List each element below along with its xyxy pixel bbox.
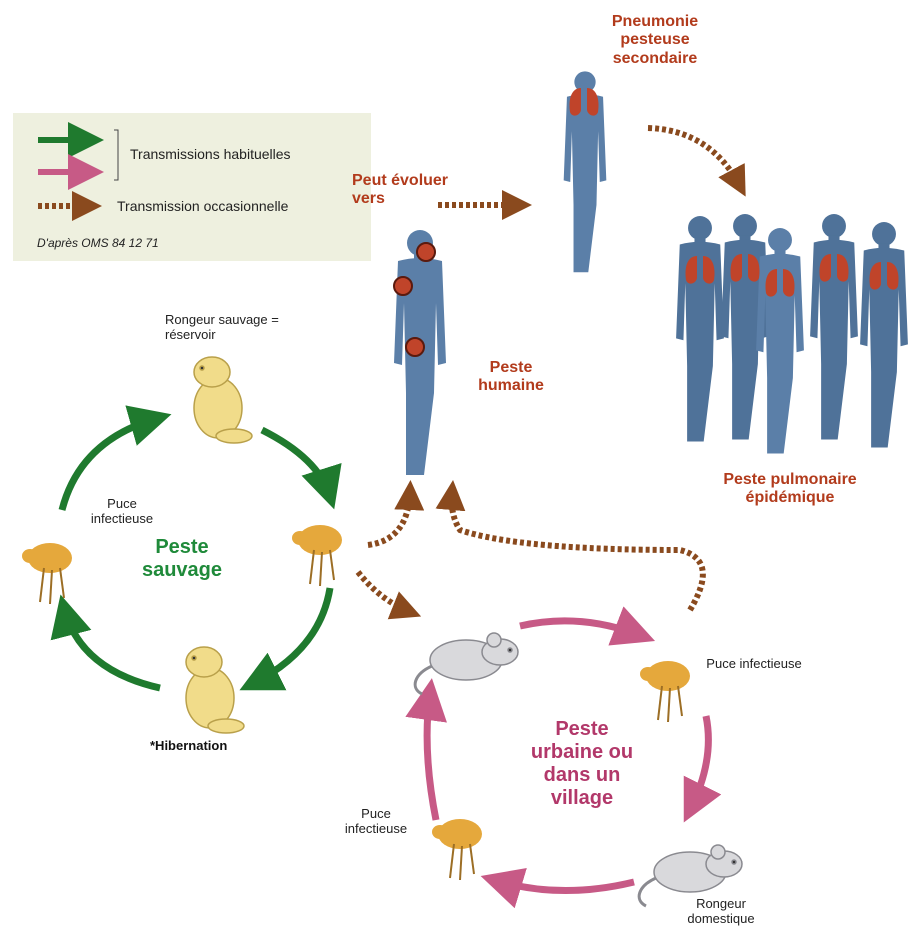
wild-cycle-arrows: [50, 405, 342, 692]
arrow-urban-flea-to-human: [435, 480, 706, 612]
bubo-groin: [405, 337, 425, 357]
flea-urban-left: [431, 818, 483, 881]
bubo-neck: [416, 242, 436, 262]
legend-usual-label: Transmissions habituelles: [130, 146, 291, 162]
arrow-flea-to-wild-rodent: [58, 405, 172, 511]
epidemic-crowd: [676, 214, 908, 454]
flea-wild-left: [21, 542, 73, 605]
label-infectious-flea-urban-left: Puce infectieuse: [344, 806, 408, 836]
occasional-transmission-arrows: [355, 125, 746, 620]
hibernating-rodent: [185, 646, 245, 734]
arrow-rodent-to-flea: [260, 426, 342, 510]
bubo-armpit: [393, 276, 413, 296]
wild-rodent-reservoir: [193, 356, 253, 444]
label-secondary-pneumonia: Pneumonie pesteuse secondaire: [611, 13, 699, 67]
legend-occasional-label: Transmission occasionnelle: [117, 198, 289, 214]
urban-cycle-arrows: [405, 606, 722, 909]
arrow-wild-flea-to-rat: [355, 570, 422, 620]
legend: [13, 113, 371, 261]
label-infectious-flea-wild: Puce infectieuse: [90, 496, 154, 526]
label-human-plague: Peste humaine: [478, 359, 544, 395]
label-epidemic-pneumonic: Peste pulmonaire épidémique: [723, 471, 857, 507]
label-domestic-rodent: Rongeur domestique: [687, 896, 755, 926]
arrow-hibernation-to-flea: [50, 594, 161, 692]
arrow-flea-to-hibernating-rodent: [239, 587, 334, 691]
arrow-flea-to-domestic-rat: [683, 715, 722, 823]
label-may-evolve: Peut évoluer vers: [352, 172, 449, 208]
label-wild-plague: Peste sauvage: [141, 536, 223, 581]
urban-rat: [413, 631, 520, 696]
arrow-wild-flea-to-human: [367, 480, 425, 548]
arrow-domestic-rat-to-flea: [480, 868, 635, 909]
arrow-flea-to-rat: [405, 678, 447, 821]
arrow-to-epidemic: [647, 125, 746, 197]
label-infectious-flea-urban-right: Puce infectieuse: [706, 656, 802, 671]
label-wild-rodent: Rongeur sauvage = réservoir: [165, 312, 279, 342]
human-plague-figure: [393, 230, 446, 475]
legend-source: D'après OMS 84 12 71: [37, 236, 159, 250]
legend-bracket: [114, 129, 119, 181]
secondary-pneumonia-figure: [563, 71, 607, 273]
flea-wild-right: [291, 524, 343, 587]
arrow-rat-to-flea: [519, 606, 656, 646]
label-urban-plague: Peste urbaine ou dans un village: [530, 718, 634, 809]
flea-urban-right: [639, 660, 691, 723]
label-hibernation: *Hibernation: [150, 738, 228, 753]
